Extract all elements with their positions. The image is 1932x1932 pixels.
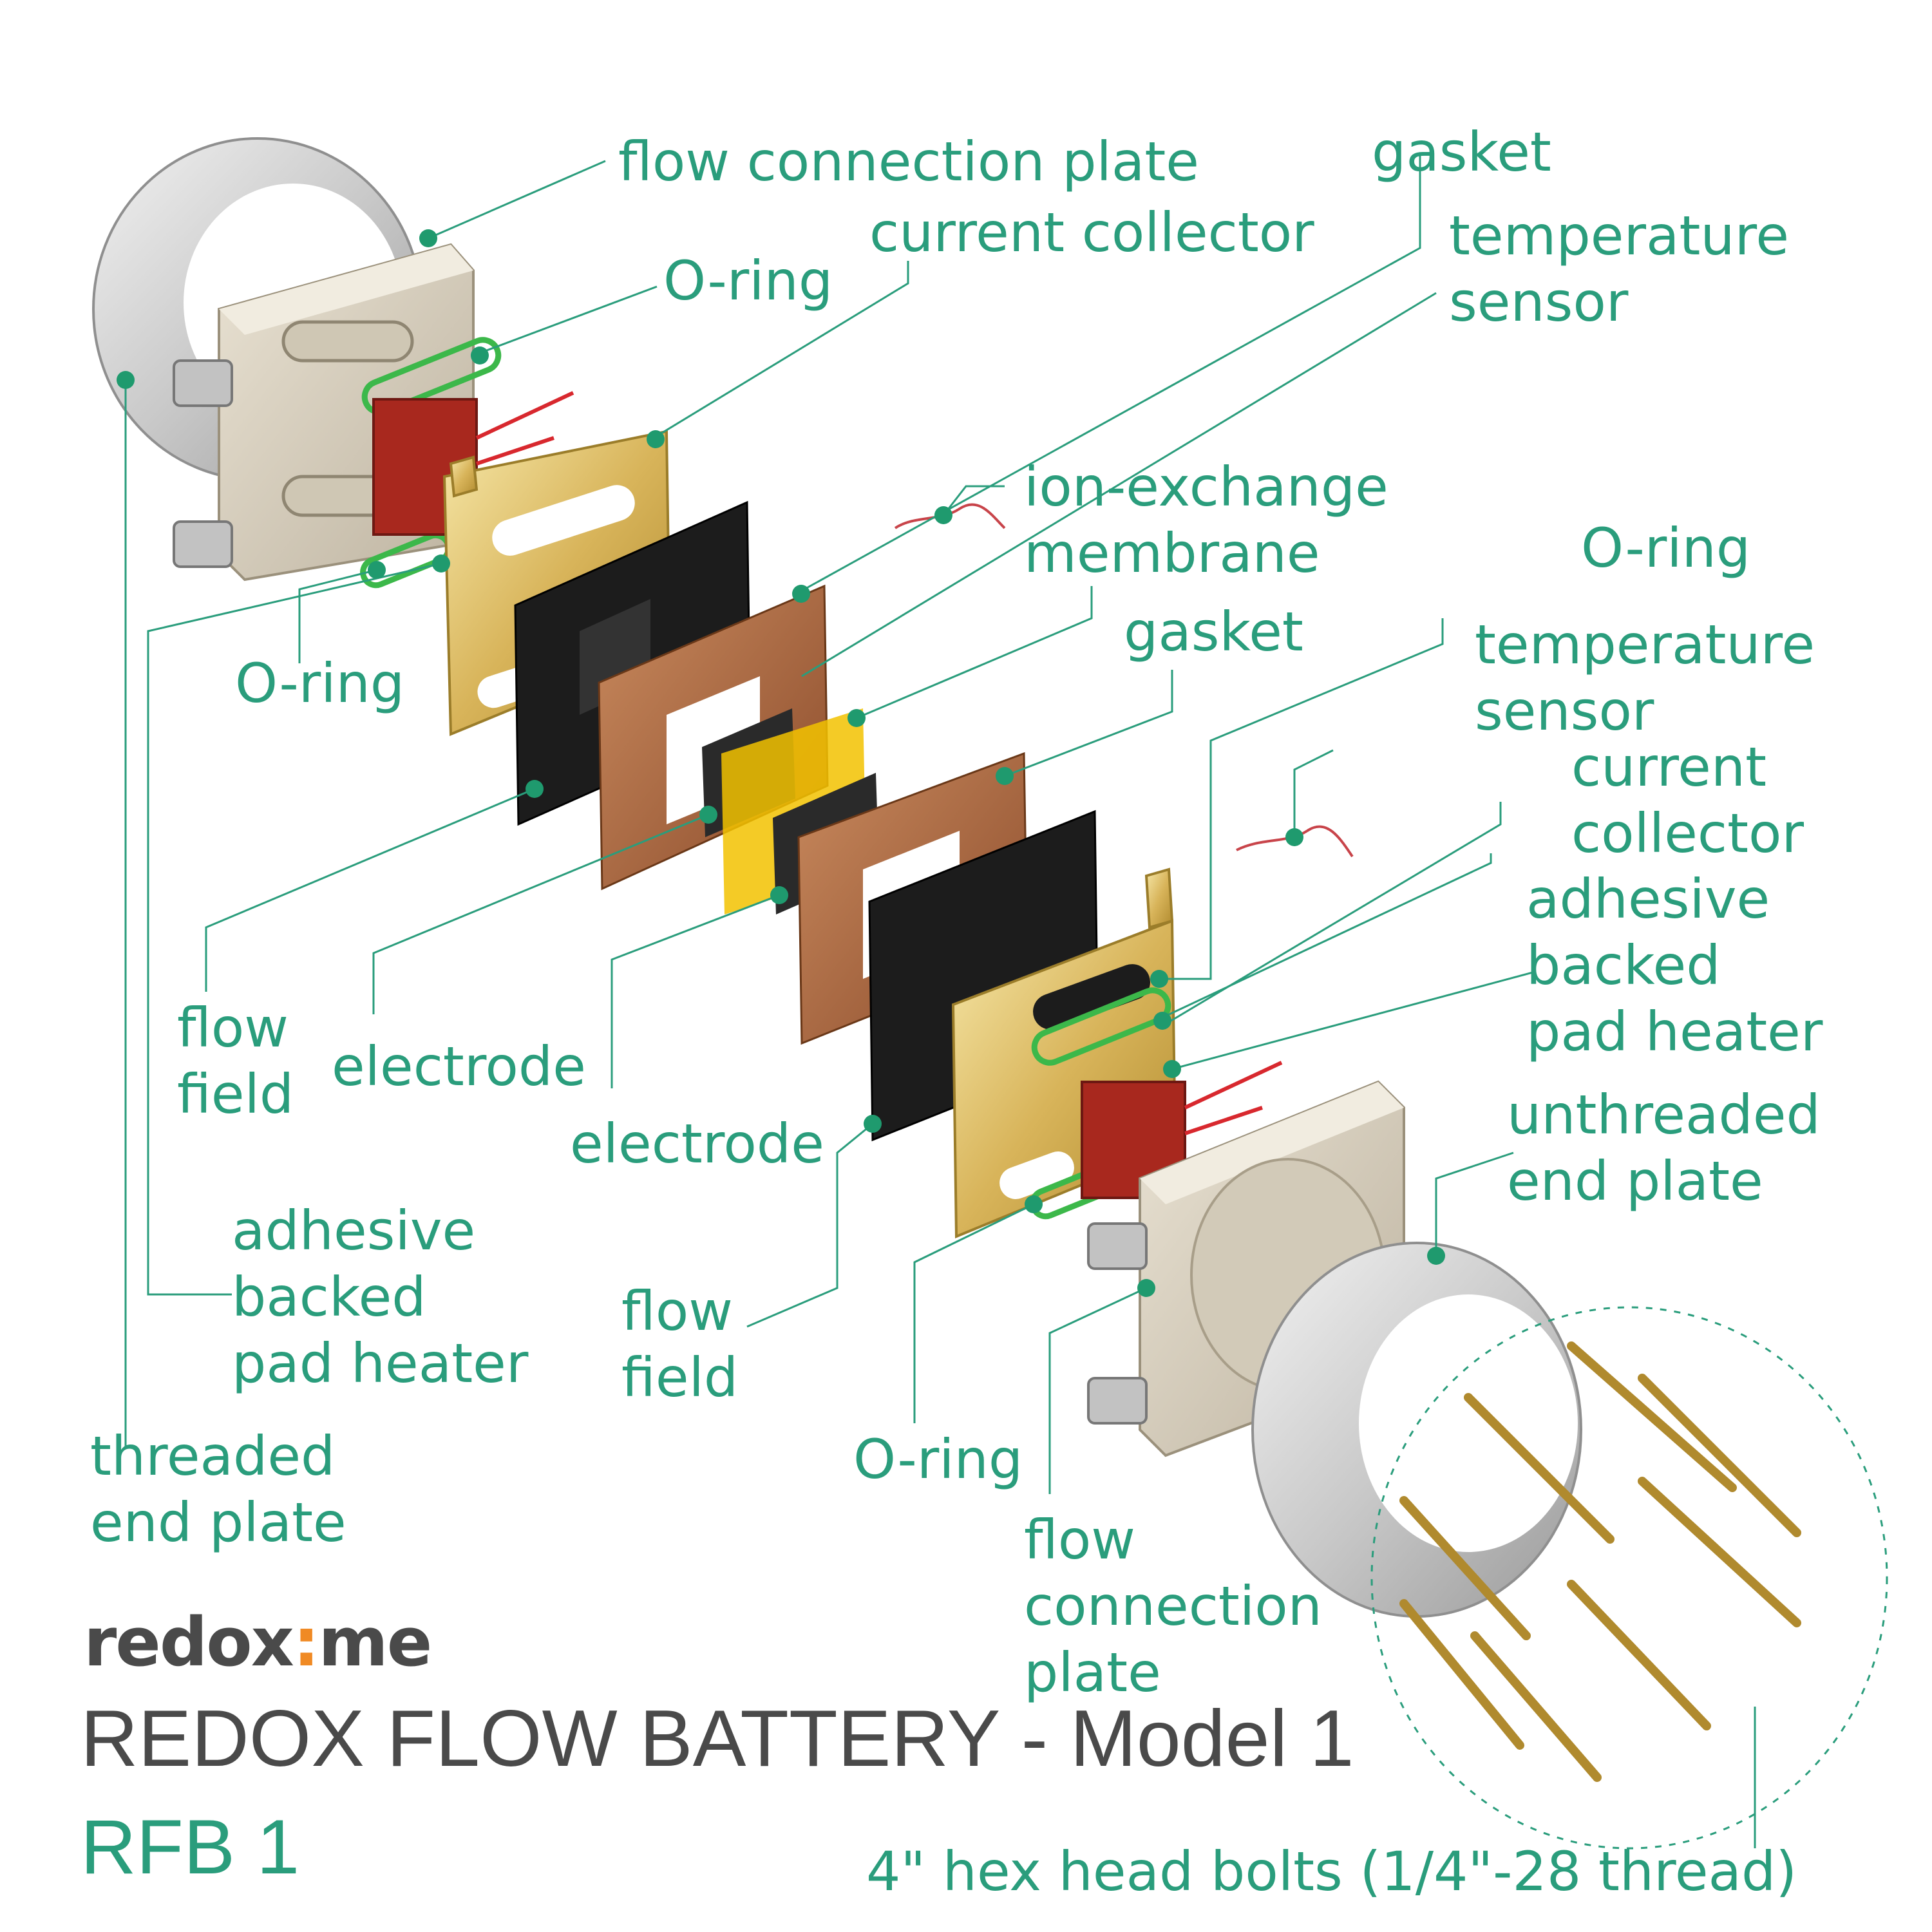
- label-o-ring-right: O-ring: [1581, 516, 1751, 580]
- label-o-ring-left: O-ring: [235, 652, 405, 715]
- label-ion-exchange-1: ion-exchange: [1024, 455, 1388, 518]
- label-temperature-sensor-top-2: sensor: [1449, 270, 1629, 334]
- label-temperature-sensor-right-2: sensor: [1475, 679, 1654, 743]
- label-bolts: 4" hex head bolts (1/4"-28 thread): [866, 1840, 1797, 1903]
- leader-lines: [124, 155, 1756, 1848]
- label-flow-field-mid-1: flow: [621, 1280, 734, 1343]
- label-heater-left-2: backed: [232, 1265, 426, 1329]
- label-flow-conn-bottom-3: plate: [1024, 1641, 1161, 1704]
- label-heater-right-1: adhesive: [1526, 867, 1770, 931]
- model-name: RFB 1: [80, 1804, 300, 1890]
- label-electrode-left: electrode: [332, 1035, 586, 1098]
- label-temperature-sensor-right-1: temperature: [1475, 613, 1815, 676]
- label-heater-right-2: backed: [1526, 934, 1721, 997]
- logo-dot: :: [292, 1603, 320, 1681]
- label-flow-field-mid-2: field: [621, 1346, 739, 1409]
- label-flow-field-left-2: field: [177, 1063, 294, 1126]
- label-electrode-mid: electrode: [570, 1112, 824, 1175]
- pad-heater-right: [1081, 1081, 1186, 1199]
- temperature-sensor-right: [1236, 825, 1354, 858]
- temperature-sensor-top: [894, 503, 1006, 529]
- label-current-collector-right-1: current: [1571, 735, 1767, 799]
- page-title: REDOX FLOW BATTERY - Model 1: [80, 1694, 1354, 1783]
- label-current-collector-right-2: collector: [1571, 802, 1804, 865]
- label-flow-conn-bottom-2: connection: [1024, 1575, 1322, 1638]
- label-current-collector-top: current collector: [869, 201, 1314, 264]
- hex-bolts: [1399, 1341, 1801, 1782]
- label-unthreaded-2: end plate: [1507, 1150, 1763, 1213]
- bolts-highlight: [1370, 1306, 1888, 1850]
- brand-logo: redox:me: [84, 1603, 432, 1681]
- label-o-ring-bottom: O-ring: [853, 1428, 1023, 1491]
- label-unthreaded-1: unthreaded: [1507, 1083, 1821, 1146]
- label-ion-exchange-2: membrane: [1024, 522, 1320, 585]
- label-flow-field-left-1: flow: [177, 996, 289, 1059]
- logo-left: redox: [84, 1603, 294, 1681]
- label-flow-connection-plate-top: flow connection plate: [618, 130, 1199, 193]
- label-flow-conn-bottom-1: flow: [1024, 1508, 1136, 1571]
- logo-right: me: [318, 1603, 432, 1681]
- label-temperature-sensor-top-1: temperature: [1449, 204, 1789, 267]
- unthreaded-end-plate-bottom: [1251, 1242, 1582, 1618]
- leader-dots: [117, 229, 1445, 1297]
- label-heater-left-1: adhesive: [232, 1199, 476, 1262]
- label-o-ring-top: O-ring: [663, 249, 833, 312]
- o-ring-top-1: [361, 337, 502, 415]
- label-heater-right-3: pad heater: [1526, 1000, 1823, 1063]
- label-threaded-1: threaded: [90, 1425, 336, 1488]
- label-heater-left-3: pad heater: [232, 1332, 529, 1395]
- label-threaded-2: end plate: [90, 1491, 346, 1554]
- label-gasket-top: gasket: [1372, 120, 1551, 184]
- o-ring-right-1: [1031, 987, 1171, 1066]
- label-gasket-mid: gasket: [1124, 600, 1303, 663]
